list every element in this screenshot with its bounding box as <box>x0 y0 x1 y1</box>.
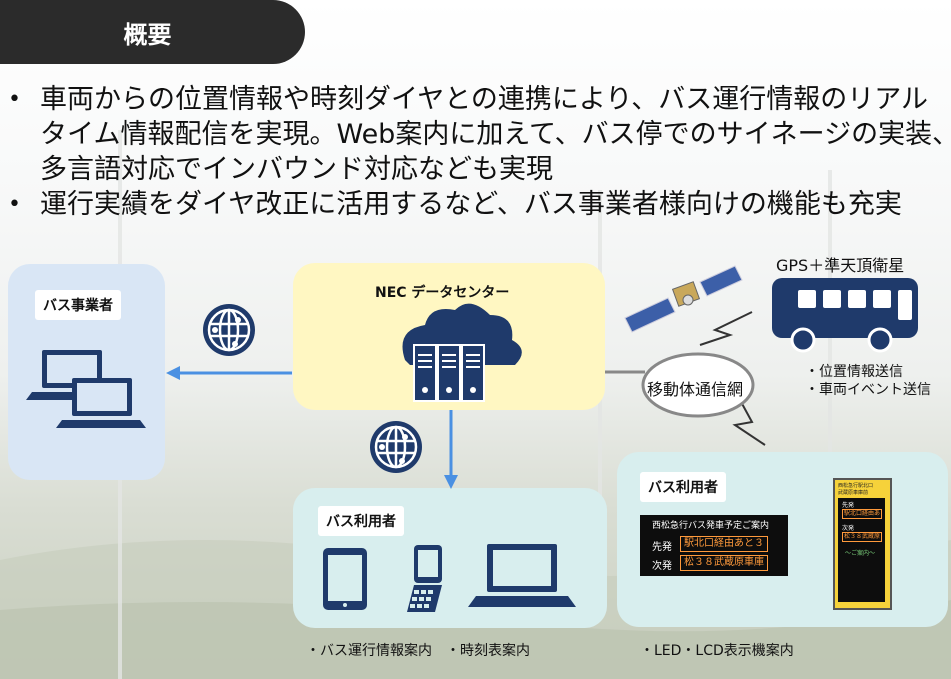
bus-caption-event: ・車両イベント送信 <box>805 382 931 398</box>
bus-user-signage-label: バス利用者 <box>640 472 726 502</box>
lcd-row-label: 先発 <box>842 502 855 509</box>
lcd-row-label: 次発 <box>842 525 855 532</box>
bus-user-web-label: バス利用者 <box>318 506 404 536</box>
lcd-row-value: 駅北口経由あ <box>842 509 883 519</box>
bullet-item: • 運行実績をダイヤ改正に活用するなど、バス事業者様向けの機能も充実 <box>0 187 951 222</box>
bullet-dot: • <box>8 87 21 112</box>
arrowhead-user <box>444 475 458 489</box>
bullet-line: 運行実績をダイヤ改正に活用するなど、バス事業者様向けの機能も充実 <box>40 189 902 220</box>
bus-user-web-caption: ・バス運行情報案内 ・時刻表案内 <box>306 643 530 659</box>
lcd-header-2: 武蔵原車庫前 <box>838 490 869 496</box>
lcd-screen <box>838 498 885 602</box>
lcd-row-value: 松３８武蔵原 <box>842 532 883 542</box>
bus-icon <box>772 278 918 353</box>
led-row-value: 駅北口経由あと３ <box>680 536 768 552</box>
wireless-link-lower <box>732 399 766 446</box>
led-row-value: 松３８武蔵原車庫 <box>680 555 768 571</box>
bus-user-signage-caption: ・LED・LCD表示機案内 <box>640 643 794 659</box>
laptop-icon <box>56 378 146 428</box>
bullet-line: 多言語対応でインバウンド対応なども実現 <box>40 154 553 185</box>
bullet-line: タイム情報配信を実現。Web案内に加えて、バス停でのサイネージの実装、 <box>40 119 951 150</box>
tablet-icon <box>323 548 367 610</box>
led-row-label: 次発 <box>652 561 672 572</box>
satellite-label: GPS＋準天頂衛星 <box>776 256 905 275</box>
bullet-line: 車両からの位置情報や時刻ダイヤとの連携により、バス運行情報のリアル <box>40 84 929 115</box>
led-row-label: 先発 <box>652 542 672 553</box>
globe-icon <box>203 304 255 356</box>
wireless-link-upper <box>699 311 753 346</box>
lcd-footer: ～ご案内～ <box>845 550 876 557</box>
bus-operator-label: バス事業者 <box>35 290 121 320</box>
led-sign <box>640 515 788 576</box>
page-title: 概要 <box>0 0 305 64</box>
bus-caption-location: ・位置情報送信 <box>805 364 903 380</box>
arrowhead-operator <box>166 366 180 380</box>
led-sign-title: 西松急行バス発車予定ご案内 <box>652 521 770 531</box>
datacenter-label: NEC データセンター <box>375 285 510 301</box>
satellite-icon <box>624 265 743 333</box>
phone-icon <box>407 545 442 612</box>
summary-bullets: • 車両からの位置情報や時刻ダイヤとの連携により、バス運行情報のリアル タイム情… <box>0 82 951 222</box>
lcd-sign-header: 西松急行駅北口 武蔵原車庫前 <box>838 482 885 496</box>
bullet-dot: • <box>8 192 21 217</box>
network-ellipse <box>641 352 755 418</box>
laptop-icon <box>468 544 576 607</box>
cloud-server-icon <box>402 303 522 402</box>
lcd-header-1: 西松急行駅北口 <box>838 483 874 489</box>
bullet-item: • 車両からの位置情報や時刻ダイヤとの連携により、バス運行情報のリアル タイム情… <box>0 82 951 187</box>
network-label: 移動体通信網 <box>647 380 744 399</box>
globe-icon <box>370 421 422 473</box>
